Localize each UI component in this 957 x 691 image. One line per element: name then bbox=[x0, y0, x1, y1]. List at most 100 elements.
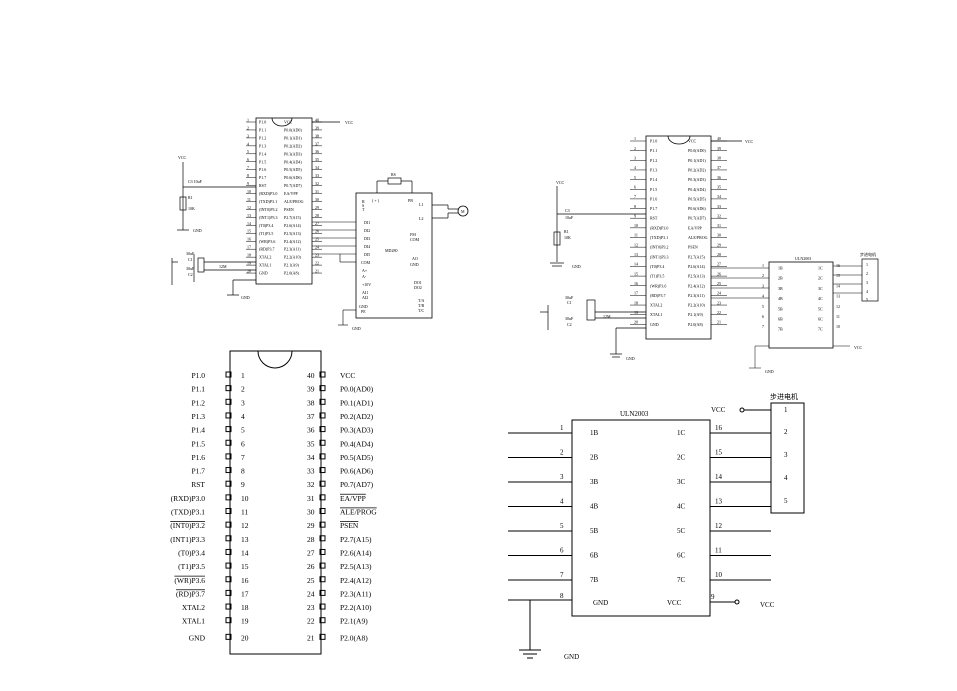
uln-output-label: 4C bbox=[677, 503, 686, 511]
uln-input-pin-number: 5 bbox=[560, 522, 564, 530]
pin-label: ALE/PROG bbox=[340, 508, 377, 517]
pin-number: 10 bbox=[634, 223, 638, 228]
uln-input-pin-number: 6 bbox=[560, 547, 564, 555]
pin-number: 6 bbox=[762, 314, 764, 319]
pin-square bbox=[225, 576, 232, 583]
pin-number: 24 bbox=[307, 589, 315, 598]
pin-number: 26 bbox=[307, 562, 315, 571]
pin-square bbox=[225, 535, 232, 542]
pin-label: P1.2 bbox=[191, 398, 205, 407]
pin-label: (T1)P3.5 bbox=[650, 274, 664, 279]
right-gnd-rst: GND bbox=[572, 264, 581, 269]
left-crystal: 12M bbox=[219, 264, 227, 269]
pin-label: P0.2(AD2) bbox=[688, 167, 706, 172]
motor-pin-number: 2 bbox=[784, 428, 788, 436]
pin-number: 19 bbox=[634, 310, 638, 315]
pin-square bbox=[225, 412, 232, 419]
left-mcu-body bbox=[255, 117, 313, 285]
pin-label: P0.7(AD7) bbox=[340, 480, 374, 489]
left-vcc-rst: VCC bbox=[178, 155, 187, 160]
pin-number: 1 bbox=[241, 371, 245, 380]
pin-number: 2 bbox=[247, 125, 249, 130]
pin-label: P2.4(A12) bbox=[688, 283, 705, 288]
pin-label: 2B bbox=[778, 276, 783, 281]
pin-number: 29 bbox=[315, 205, 319, 210]
pin-label: P0.6(AD6) bbox=[340, 467, 374, 476]
pin-number: 23 bbox=[315, 253, 319, 258]
pin-label: P2.2(A10) bbox=[688, 303, 705, 308]
left-r1: R1 bbox=[188, 195, 193, 200]
pin-label: P2.1(A9) bbox=[340, 617, 368, 626]
pin-label: (T1)P3.5 bbox=[259, 231, 273, 236]
pin-label: P1.1 bbox=[191, 385, 205, 394]
pin-label: P1.5 bbox=[259, 159, 266, 164]
pin-number: 11 bbox=[247, 197, 251, 202]
pin-number: 10 bbox=[247, 189, 251, 194]
pin-label: XTAL2 bbox=[259, 255, 271, 260]
pin-label: P0.7(AD7) bbox=[688, 216, 706, 221]
pin-number: 37 bbox=[315, 141, 319, 146]
pin-number: 34 bbox=[307, 453, 315, 462]
pin-number: 16 bbox=[241, 576, 249, 585]
pin-square bbox=[319, 412, 326, 419]
pin-square bbox=[225, 521, 232, 528]
svg-text:T/A: T/A bbox=[418, 298, 425, 303]
pin-label: 3B bbox=[778, 286, 783, 291]
pin-number: 16 bbox=[836, 263, 840, 268]
pin-number: 21 bbox=[717, 320, 721, 325]
md280-label: MD280 bbox=[385, 248, 397, 253]
uln-gnd-label: GND bbox=[593, 599, 608, 607]
pin-number: 23 bbox=[307, 603, 315, 612]
pin-number: 22 bbox=[315, 261, 319, 266]
pin-number: 25 bbox=[315, 237, 319, 242]
pin-number: 9 bbox=[241, 480, 245, 489]
svg-text:AO: AO bbox=[412, 256, 418, 261]
svg-text:COM: COM bbox=[361, 260, 371, 265]
pin-label: (TXD)P3.1 bbox=[650, 235, 668, 240]
pin-number: 18 bbox=[634, 300, 638, 305]
pin-number: 13 bbox=[836, 294, 840, 299]
left-m: M bbox=[461, 209, 465, 214]
pin-number: 20 bbox=[247, 268, 251, 273]
uln-output-pin-number: 12 bbox=[715, 522, 723, 530]
svg-text:GND: GND bbox=[410, 262, 419, 267]
pin-number: 25 bbox=[717, 281, 721, 286]
pin-number: 16 bbox=[634, 281, 638, 286]
pin-label: P1.2 bbox=[650, 158, 657, 163]
pin-label: P0.0(AD0) bbox=[284, 127, 302, 132]
pin-number: 33 bbox=[717, 204, 721, 209]
pin-square bbox=[319, 385, 326, 392]
pin-label: P2.4(A12) bbox=[340, 576, 372, 585]
pin-label: P0.4(AD4) bbox=[688, 187, 706, 192]
pin-number: 18 bbox=[241, 603, 249, 612]
pin-label: (RD)P3.7 bbox=[176, 589, 205, 598]
uln-body bbox=[571, 419, 711, 617]
left-c3: C3 10uF bbox=[188, 179, 203, 184]
right-r1-val: 10K bbox=[564, 235, 571, 240]
pin-number: 32 bbox=[307, 480, 315, 489]
motor-vcc-label: VCC bbox=[711, 406, 726, 414]
pin-number: 31 bbox=[307, 494, 315, 503]
pin-label: (RXD)P3.0 bbox=[171, 494, 206, 503]
pin-label: P0.6(AD6) bbox=[284, 175, 302, 180]
pin-label: P1.0 bbox=[191, 371, 205, 380]
pin-square bbox=[319, 467, 326, 474]
pin-label: EA/VPP bbox=[284, 191, 299, 196]
pin-square bbox=[225, 562, 232, 569]
pin-label: P2.1(A9) bbox=[688, 312, 703, 317]
pin-label: 5B bbox=[778, 306, 783, 311]
pin-square bbox=[319, 589, 326, 596]
pin-label: P0.1(AD1) bbox=[340, 398, 374, 407]
pin-number: 35 bbox=[717, 184, 721, 189]
pin-square bbox=[225, 371, 232, 378]
pin-label: P2.2(A10) bbox=[340, 603, 372, 612]
pin-label: P0.4(AD4) bbox=[340, 439, 374, 448]
svg-text:DI2: DI2 bbox=[364, 228, 370, 233]
pin-number: 33 bbox=[307, 467, 315, 476]
pin-number: 40 bbox=[307, 371, 315, 380]
pin-number: 19 bbox=[241, 617, 249, 626]
